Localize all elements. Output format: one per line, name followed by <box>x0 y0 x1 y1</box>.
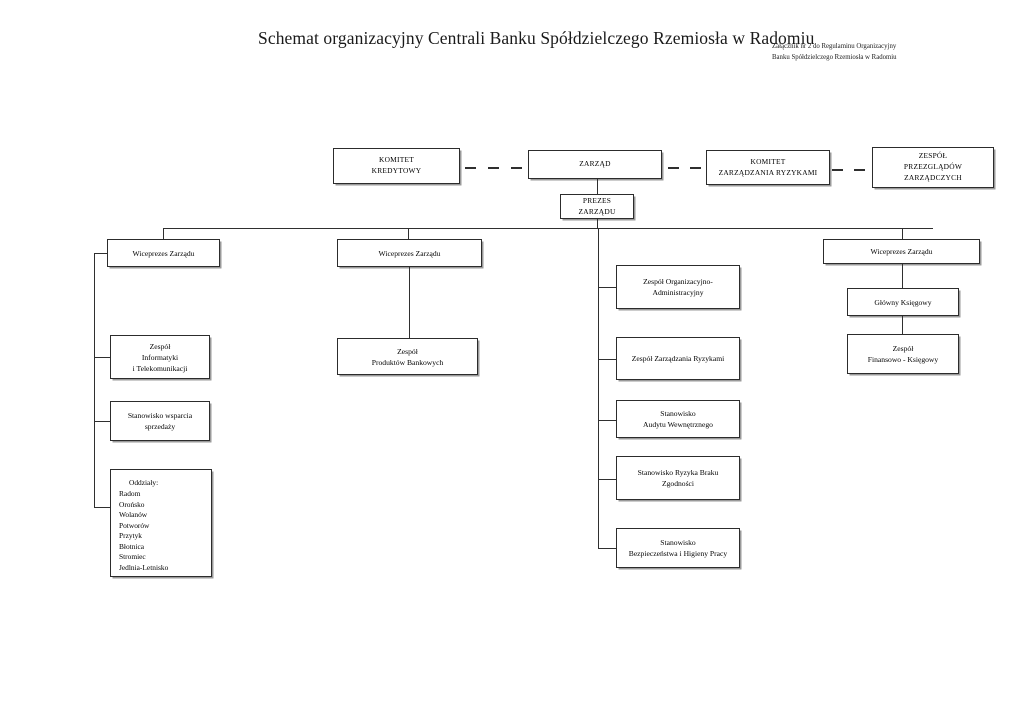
connector-center-to-zespol-organizacyjno <box>598 287 616 288</box>
stanowisko-ryzyka-line2: Zgodności <box>661 479 695 488</box>
node-glowny-ksiegowy[interactable]: Główny Księgowy <box>847 288 959 316</box>
node-zespol-informatyki-telekomunikacji[interactable]: Zespół Informatyki i Telekomunikacji <box>110 335 210 379</box>
komitet-ryzyk-line1: KOMITET <box>750 156 786 166</box>
list-item: Stromiec <box>119 552 146 562</box>
stanowisko-audytu-line2: Audytu Wewnętrznego <box>643 420 713 429</box>
zespol-organizacyjno-line2: Administracyjny <box>652 288 704 297</box>
wiceprezes-1-line1: Wiceprezes Zarządu <box>132 248 195 258</box>
zespol-organizacyjno-line1: Zespół Organizacyjno- <box>643 277 713 286</box>
connector-wiceprezes3-to-glowny-ksiegowy <box>902 264 903 288</box>
zespol-produktow-line2: Produktów Bankowych <box>371 357 444 367</box>
connector-zarzad-to-prezes <box>597 179 598 194</box>
connector-spine-to-oddzialy <box>94 507 110 508</box>
komitet-kredytowy-line1: KOMITET <box>378 155 414 165</box>
node-zespol-zarzadzania-ryzykami[interactable]: Zespół Zarządzania Ryzykami <box>616 337 740 380</box>
wiceprezes-2-line1: Wiceprezes Zarządu <box>378 248 441 258</box>
zespol-zarzadzania-ryzykami-line1: Zespół Zarządzania Ryzykami <box>631 354 725 363</box>
node-komitet-zarzadzania-ryzykami[interactable]: KOMITET ZARZĄDZANIA RYZYKAMI <box>706 150 830 185</box>
dash-komitet-zespol-1 <box>832 169 843 171</box>
node-zespol-organizacyjno-administracyjny[interactable]: Zespół Organizacyjno- Administracyjny <box>616 265 740 309</box>
zespol-przegladow-line2: PRZEZGLĄDÓW <box>903 162 963 172</box>
connector-center-to-stanowisko-bhp <box>598 548 616 549</box>
stanowisko-bhp-line2: Bezpieczeństwa i Higieny Pracy <box>628 549 728 558</box>
connector-prezes-down <box>597 219 598 229</box>
node-zespol-produktow-bankowych[interactable]: Zespół Produktów Bankowych <box>337 338 478 375</box>
connector-center-to-stanowisko-audytu <box>598 420 616 421</box>
dash-zarzad-komitet-2 <box>690 167 701 169</box>
glowny-ksiegowy-line1: Główny Księgowy <box>874 297 932 307</box>
node-wiceprezes-zarzadu-1[interactable]: Wiceprezes Zarządu <box>107 239 220 267</box>
prezes-line1: PREZES <box>582 195 612 205</box>
zespol-informatyki-line2: Informatyki <box>141 352 179 362</box>
connector-glowny-ksiegowy-to-zespol-finansowo <box>902 316 903 334</box>
node-stanowisko-audytu-wewnetrznego[interactable]: Stanowisko Audytu Wewnętrznego <box>616 400 740 438</box>
connector-bus-to-wiceprezes-1 <box>163 228 164 239</box>
document-annotation: Załącznik nr 2 do Regulaminu Organizacyj… <box>772 42 1002 63</box>
connector-center-to-stanowisko-ryzyka <box>598 479 616 480</box>
zespol-produktow-line1: Zespół <box>397 346 418 356</box>
list-item: Potworów <box>119 520 150 530</box>
dash-komitet-zespol-2 <box>854 169 865 171</box>
zespol-przegladow-line1: ZESPÓŁ <box>918 151 948 161</box>
stanowisko-bhp-line1: Stanowisko <box>660 538 696 547</box>
list-item: Przytyk <box>119 531 142 541</box>
connector-center-to-zespol-ryzykami <box>598 359 616 360</box>
connector-bus-to-wiceprezes-3 <box>902 228 903 239</box>
node-zespol-finansowo-ksiegowy[interactable]: Zespół Finansowo - Księgowy <box>847 334 959 374</box>
connector-spine-to-zespol-informatyki <box>94 357 110 358</box>
zespol-informatyki-line3: i Telekomunikacji <box>132 363 188 373</box>
connector-left-spine <box>94 253 95 508</box>
node-wiceprezes-zarzadu-2[interactable]: Wiceprezes Zarządu <box>337 239 482 267</box>
connector-center-spine <box>598 229 599 549</box>
list-item: Orońsko <box>119 499 145 509</box>
connector-wiceprezes2-to-zespol-produktow <box>409 267 410 338</box>
komitet-kredytowy-line2: KREDYTOWY <box>371 166 422 175</box>
zespol-finansowo-line2: Finansowo - Księgowy <box>867 355 939 364</box>
page-title: Schemat organizacyjny Centrali Banku Spó… <box>258 28 815 48</box>
oddzialy-heading: Oddziały: <box>129 478 159 487</box>
list-item: Błotnica <box>119 541 145 551</box>
node-zespol-przegladow-zarzadczych[interactable]: ZESPÓŁ PRZEZGLĄDÓW ZARZĄDCZYCH <box>872 147 994 188</box>
stanowisko-wsparcia-line1: Stanowisko wsparcia <box>127 411 193 420</box>
node-stanowisko-ryzyka-braku-zgodnosci[interactable]: Stanowisko Ryzyka Braku Zgodności <box>616 456 740 500</box>
komitet-ryzyk-line2: ZARZĄDZANIA RYZYKAMI <box>718 167 818 177</box>
list-item: Radom <box>119 489 141 499</box>
dash-kredytowy-zarzad-2 <box>488 167 499 169</box>
dash-kredytowy-zarzad-3 <box>511 167 522 169</box>
node-stanowisko-wsparcia-sprzedazy[interactable]: Stanowisko wsparcia sprzedaży <box>110 401 210 441</box>
connector-wiceprezes1-to-spine <box>94 253 108 254</box>
stanowisko-ryzyka-line1: Stanowisko Ryzyka Braku <box>637 468 719 477</box>
stanowisko-audytu-line1: Stanowisko <box>660 409 696 418</box>
connector-spine-to-stanowisko-wsparcia <box>94 421 110 422</box>
node-stanowisko-bhp[interactable]: Stanowisko Bezpieczeństwa i Higieny Prac… <box>616 528 740 568</box>
node-wiceprezes-zarzadu-3[interactable]: Wiceprezes Zarządu <box>823 239 980 264</box>
node-komitet-kredytowy[interactable]: KOMITET KREDYTOWY <box>333 148 460 184</box>
node-oddzialy[interactable]: Oddziały: Radom Orońsko Wolanów Potworów… <box>110 469 212 577</box>
list-item: Wolanów <box>119 510 148 520</box>
dash-kredytowy-zarzad-1 <box>465 167 476 169</box>
annotation-line-1: Załącznik nr 2 do Regulaminu Organizacyj… <box>772 43 897 50</box>
dash-zarzad-komitet-1 <box>668 167 679 169</box>
node-zarzad[interactable]: ZARZĄD <box>528 150 662 179</box>
connector-bus-to-wiceprezes-2 <box>408 228 409 239</box>
wiceprezes-3-line1: Wiceprezes Zarządu <box>870 247 933 256</box>
zespol-przegladow-line3: ZARZĄDCZYCH <box>904 172 962 182</box>
node-prezes-zarzadu[interactable]: PREZES ZARZĄDU <box>560 194 634 219</box>
zarzad-line1: ZARZĄD <box>579 159 611 169</box>
zespol-finansowo-line1: Zespół <box>892 344 914 353</box>
prezes-line2: ZARZĄDU <box>578 206 616 216</box>
annotation-line-2: Banku Spółdzielczego Rzemiosła w Radomiu <box>772 53 897 61</box>
list-item: Jedlnia-Letnisko <box>119 562 169 572</box>
connector-bus-horizontal <box>163 228 933 229</box>
zespol-informatyki-line1: Zespół <box>149 341 171 351</box>
stanowisko-wsparcia-line2: sprzedaży <box>144 422 176 431</box>
